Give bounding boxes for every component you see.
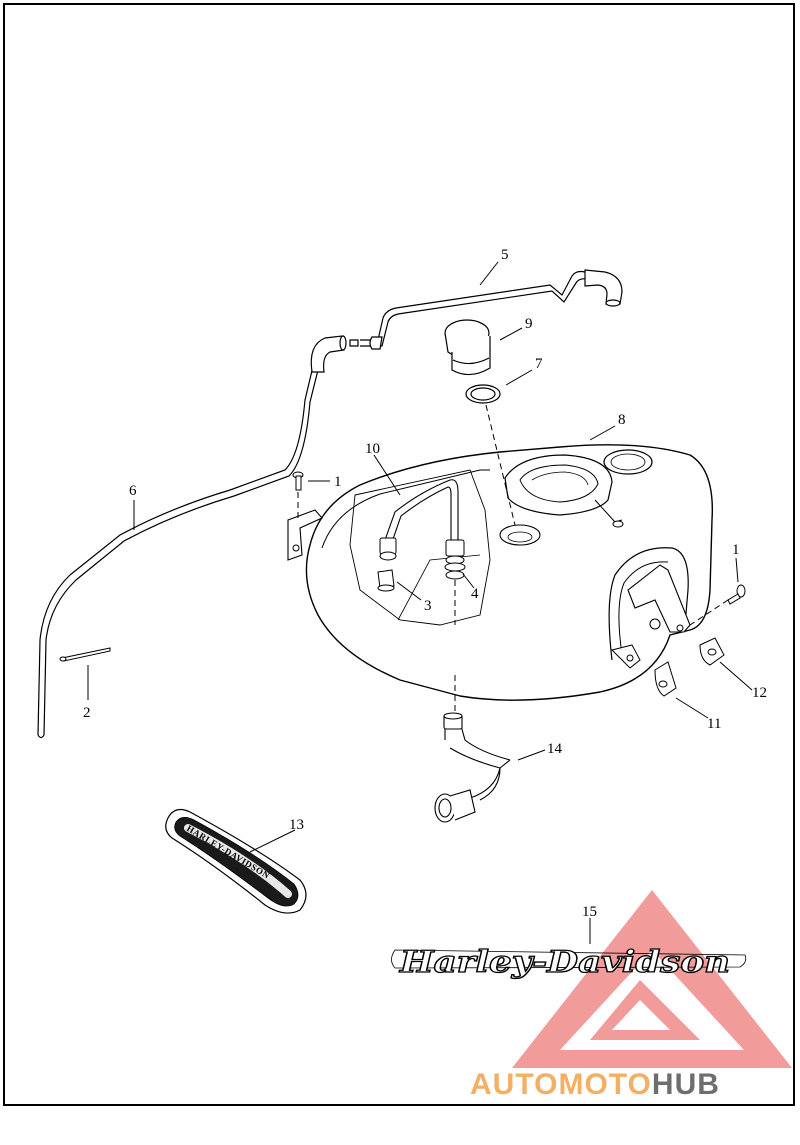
fuel-cap xyxy=(444,319,491,376)
fuel-tank xyxy=(287,444,714,701)
watermark-text: AUTOMOTOHUB xyxy=(470,1068,720,1101)
callouts: 5 6 9 7 8 10 1 1 3 4 2 12 11 14 13 15 xyxy=(83,247,767,920)
watermark-auto: AUTO xyxy=(470,1068,558,1101)
callout-7: 7 xyxy=(535,356,543,372)
assembly-lines xyxy=(297,404,729,712)
watermark-hub: HUB xyxy=(652,1068,720,1101)
callout-4: 4 xyxy=(471,586,479,602)
o-ring xyxy=(465,384,501,404)
watermark-moto: MOTO xyxy=(558,1068,651,1101)
cotter-pin xyxy=(59,647,111,662)
vent-tube xyxy=(37,339,331,739)
callout-6: 6 xyxy=(129,483,137,499)
callout-14: 14 xyxy=(547,741,563,757)
script-logo-label: Harley-Davidson xyxy=(399,945,730,980)
callout-9: 9 xyxy=(525,316,533,332)
bracket-11 xyxy=(654,661,677,697)
fuel-line-fittings xyxy=(434,712,476,823)
watermark-logo xyxy=(512,890,792,1068)
crossover-hose xyxy=(384,479,459,543)
callout-12: 12 xyxy=(752,685,767,701)
screw-left xyxy=(292,471,304,491)
callout-15: 15 xyxy=(582,904,597,920)
hose-fitting-left xyxy=(379,537,397,561)
callout-5: 5 xyxy=(501,247,509,263)
callout-11: 11 xyxy=(707,716,721,732)
hose-fitting-right xyxy=(444,539,466,572)
fuel-line xyxy=(444,721,511,806)
callout-2: 2 xyxy=(83,705,91,721)
callout-1-right: 1 xyxy=(732,542,740,558)
callout-1-left: 1 xyxy=(334,474,342,490)
callout-10: 10 xyxy=(365,441,380,457)
vent-tube-end-elbow xyxy=(584,269,623,307)
tank-emblem: HARLEY-DAVIDSON xyxy=(165,808,307,914)
callout-8: 8 xyxy=(618,412,626,428)
washer xyxy=(699,637,725,666)
vent-elbow xyxy=(310,335,359,373)
fitting-3 xyxy=(377,569,395,592)
screw-right xyxy=(727,584,746,605)
callout-3: 3 xyxy=(424,598,432,614)
svg-text:AUTOMOTOHUB: AUTOMOTOHUB xyxy=(470,1068,720,1101)
vent-tube-upper xyxy=(360,270,601,350)
diagram-frame xyxy=(3,3,795,1106)
script-logo: Harley-Davidson xyxy=(391,944,747,981)
fitting-4 xyxy=(445,570,465,580)
callout-13: 13 xyxy=(289,817,304,833)
leader-lines xyxy=(87,261,753,944)
